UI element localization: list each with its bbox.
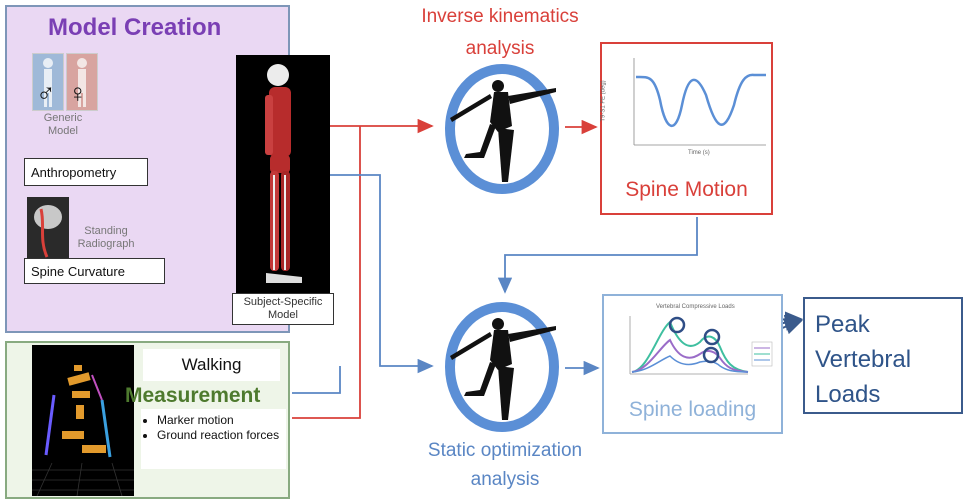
generic-model-label: Generic Model <box>43 112 83 137</box>
inverse-kinematics-title-line2: analysis <box>465 38 535 59</box>
peak-line3: Loads <box>815 381 881 408</box>
spine-motion-y-axis-label: T9-S1 FE (deg) <box>600 80 607 122</box>
radiograph-image <box>27 197 69 259</box>
spine-motion-label: Spine Motion <box>625 178 748 201</box>
spine-loading-chart <box>629 316 773 375</box>
male-model-image <box>32 53 64 111</box>
peak-vertebral-loads-box: Peak Vertebral Loads <box>803 297 963 414</box>
motion-capture-image <box>32 345 134 497</box>
model-creation-title: Model Creation <box>48 14 222 41</box>
static-optimization-figure-icon <box>445 302 559 432</box>
spine-motion-box <box>600 42 773 215</box>
subject-specific-model-image <box>236 55 330 293</box>
measurement-title: Measurement <box>125 384 261 407</box>
radiograph-label: Standing Radiograph <box>77 225 135 250</box>
female-model-image <box>66 53 98 111</box>
male-symbol-icon: ♂ <box>36 78 56 108</box>
spine-motion-chart <box>633 58 766 146</box>
spine-loading-label: Spine loading <box>628 398 757 421</box>
bullet-marker-motion: Marker motion <box>157 413 286 428</box>
walking-label-box: Walking <box>143 349 280 381</box>
walking-label: Walking <box>181 355 242 374</box>
static-optimization-title-line1: Static optimization <box>427 440 583 461</box>
spine-curvature-box: Spine Curvature <box>24 258 165 284</box>
bullet-ground-reaction: Ground reaction forces <box>157 428 286 443</box>
inverse-kinematics-figure-icon <box>445 64 559 194</box>
inverse-kinematics-title-line1: Inverse kinematics <box>421 6 579 27</box>
spine-motion-x-axis-label: Time (s) <box>688 150 710 156</box>
female-symbol-icon: ♀ <box>68 78 88 108</box>
measurement-bullets-box: Marker motion Ground reaction forces <box>141 409 286 469</box>
anthropometry-box: Anthropometry <box>24 158 148 186</box>
peak-line1: Peak <box>815 311 870 338</box>
peak-line2: Vertebral <box>815 346 912 373</box>
static-optimization-title-line2: analysis <box>470 469 540 490</box>
subject-specific-model-label: Subject-Specific Model <box>232 293 334 325</box>
measurement-bullets: Marker motion Ground reaction forces <box>141 413 286 443</box>
spine-loading-chart-title: Vertebral Compressive Loads <box>656 304 735 310</box>
